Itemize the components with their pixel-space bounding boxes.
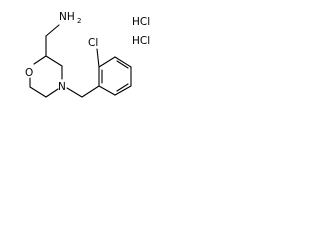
bond-c-cl [96,48,100,68]
bond-n4-ch2 [66,87,83,98]
bond-ar-2-3 [114,85,132,96]
amine-subscript: 2 [77,17,81,25]
chlorine-label: Cl [88,37,98,49]
bonds [29,24,132,98]
bond-n4-c5 [45,88,59,98]
salt-line-2: HCl [132,35,150,47]
bond-ar-inner-b [116,83,129,92]
salt-line-1: HCl [132,16,150,28]
atom-labels: NH 2 O N Cl [25,11,98,93]
bond-ch2-nh2 [45,24,60,37]
bond-ar-5-6 [98,56,116,68]
bond-ar-1-2 [98,85,116,96]
bond-ar-inner-c [116,60,129,69]
chemical-structure: NH 2 O N Cl HCl HCl [25,11,150,98]
bond-o1-c2 [33,55,47,65]
bond-c5-c6 [29,86,47,98]
oxygen-label: O [25,67,33,79]
nitrogen-label: N [58,81,66,93]
bond-ch2-c1 [81,85,100,98]
bond-ar-4-5 [114,56,132,68]
bond-c2-c3 [45,55,63,67]
amine-label: NH [59,11,75,23]
salt-annotation: HCl HCl [132,16,150,47]
